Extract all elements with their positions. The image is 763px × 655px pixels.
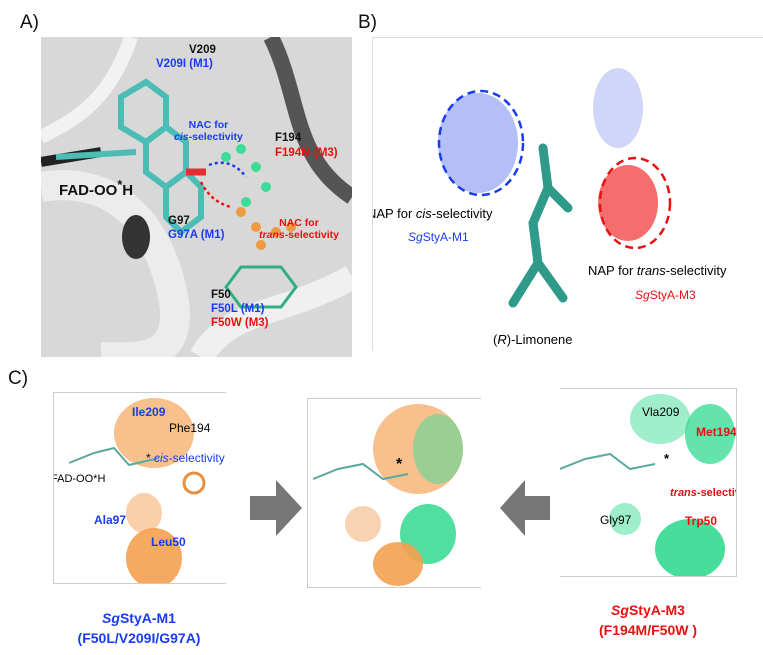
m1-italic: Sg (408, 230, 423, 244)
label-nap-cis: NAP for cis-selectivity (373, 206, 493, 221)
label-trp50: Trp50 (685, 514, 718, 528)
m1-pocket-illustration (68, 398, 206, 583)
m3-title-italic: Sg (611, 602, 629, 618)
panel-b-nap: NAP for cis-selectivity SgStyA-M1 NAP fo… (372, 37, 763, 351)
nap-cis-italic: cis (415, 206, 432, 221)
m3-rest: StyA-M3 (649, 288, 696, 302)
label-sgstya-m3: SgStyA-M3 (635, 288, 696, 302)
nac-cis-italic: cis (174, 131, 189, 143)
nap-cis-1: NAP for (373, 206, 413, 221)
cis-italic: cis (154, 451, 169, 465)
m3-title: SgStyA-M3 (F194M/F50W ) (560, 600, 736, 640)
panel-c-m1: Ile209 Phe194 * cis-selectivity FAD-OO*H… (53, 392, 226, 584)
lim-italic: R (497, 332, 507, 347)
label-f194m: F194M (M3) (275, 147, 338, 159)
label-v209: V209 (189, 44, 216, 56)
label-met194: Met194 (696, 425, 737, 439)
fad-h: H (122, 182, 134, 199)
arrow-left-icon (500, 480, 550, 536)
label-nap-trans: NAP for trans-selectivity (588, 263, 726, 278)
label-limonene: (R)-Limonene (493, 332, 573, 347)
nac-cis-rest: -selectivity (188, 131, 243, 143)
nap-trans-1: NAP for (588, 263, 637, 278)
nap-scatter-illustration (437, 68, 672, 308)
star: * (146, 451, 151, 465)
protein-ribbon-illustration (41, 37, 352, 357)
nac-trans-italic: trans (259, 229, 285, 241)
label-g97: G97 (168, 215, 190, 227)
panel-a-label: A) (20, 12, 39, 33)
panel-c-label: C) (8, 368, 29, 389)
cis-rest: -selectivity (168, 451, 225, 465)
lim-1: ( (493, 332, 498, 347)
m1-title: SgStyA-M1 (F50L/V209I/G97A) (53, 608, 225, 648)
label-trans-selectivity: trans-selectivity (670, 487, 736, 499)
arrow-right-icon (250, 480, 302, 536)
lim-3: )-Limonene (506, 332, 573, 347)
m1-title-rest: StyA-M1 (119, 610, 176, 626)
label-ile209: Ile209 (132, 405, 166, 419)
panel-b-label: B) (358, 12, 377, 33)
label-f50l: F50L (M1) (211, 303, 265, 315)
nap-trans-3: -selectivity (665, 263, 727, 278)
label-vla209: Vla209 (642, 405, 680, 419)
label-f194: F194 (275, 132, 302, 144)
label-ala97: Ala97 (94, 513, 127, 527)
nac-trans-rest: -selectivity (284, 229, 339, 241)
label-gly97: Gly97 (600, 513, 632, 527)
star-marker: * (396, 456, 403, 473)
m3-pocket-illustration (560, 394, 735, 576)
m3-mutations: (F194M/F50W ) (598, 622, 697, 638)
fad-sup: * (117, 178, 123, 192)
m1-mutations: (F50L/V209I/G97A) (77, 630, 201, 646)
label-leu50: Leu50 (151, 535, 186, 549)
nac-trans-line1: NAC for (279, 217, 319, 229)
m3-italic: Sg (635, 288, 650, 302)
overlay-pocket-illustration (312, 404, 463, 586)
m3-title-rest: StyA-M3 (628, 602, 685, 618)
m3-name: SgStyA-M3 (560, 600, 736, 620)
label-g97a: G97A (M1) (168, 229, 225, 241)
trans-rest: -selectivity (696, 487, 736, 499)
trans-italic: trans (670, 487, 697, 499)
panel-c-m3: Vla209 Met194 * trans-selectivity Gly97 … (560, 388, 737, 577)
label-phe194: Phe194 (169, 421, 211, 435)
label-v209i: V209I (M1) (156, 58, 213, 70)
label-fad-ooh: FAD-OO*H (59, 178, 133, 199)
label-sgstya-m1: SgStyA-M1 (408, 230, 469, 244)
star-marker: * (664, 451, 670, 466)
fad-text: FAD-OO (59, 182, 118, 199)
nap-trans-italic: trans (636, 263, 666, 278)
label-cis-selectivity: * cis-selectivity (146, 451, 225, 465)
label-fad: FAD-OO*H (53, 473, 106, 485)
panel-c-overlay: * (307, 398, 481, 588)
nac-cis-line1: NAC for (188, 119, 229, 131)
m1-name: SgStyA-M1 (53, 608, 225, 628)
nap-cis-3: -selectivity (431, 206, 493, 221)
label-f50w: F50W (M3) (211, 317, 269, 329)
m1-rest: StyA-M1 (422, 230, 469, 244)
m1-title-italic: Sg (102, 610, 120, 626)
label-f50: F50 (211, 289, 231, 301)
